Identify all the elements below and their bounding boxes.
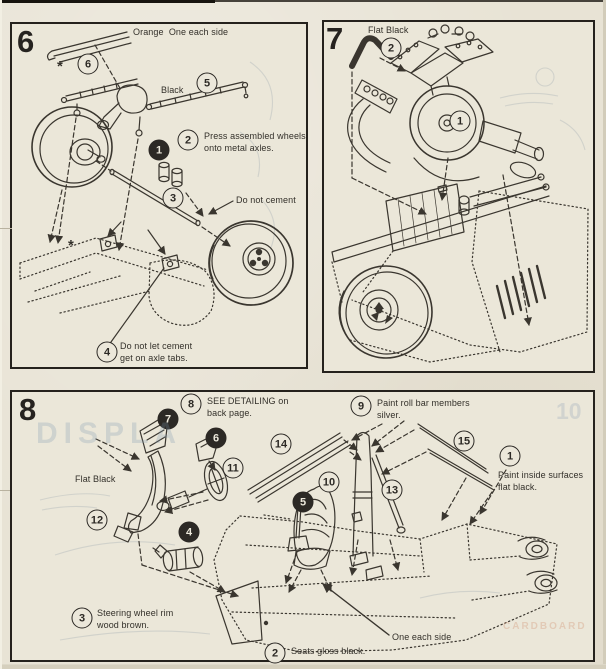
engine-install-drawing <box>331 24 589 363</box>
showthrough-ghost-art <box>39 61 586 641</box>
scan-edge-top <box>0 0 606 2</box>
step-number-6: 6 <box>17 24 35 59</box>
paper-edge-right <box>603 0 606 669</box>
axle-assembly-drawing <box>19 31 294 343</box>
fold-crease <box>0 228 12 229</box>
step-number-8: 8 <box>19 392 37 427</box>
step-number-7: 7 <box>326 21 344 56</box>
panel-step-6 <box>10 22 308 369</box>
scan-edge-top-dark <box>0 0 215 3</box>
paper-edge-bottom <box>0 664 606 669</box>
interior-assembly-drawing <box>95 419 558 653</box>
paper-edge-left <box>0 0 2 669</box>
fold-crease <box>0 490 10 491</box>
panel-step-8 <box>10 390 595 662</box>
